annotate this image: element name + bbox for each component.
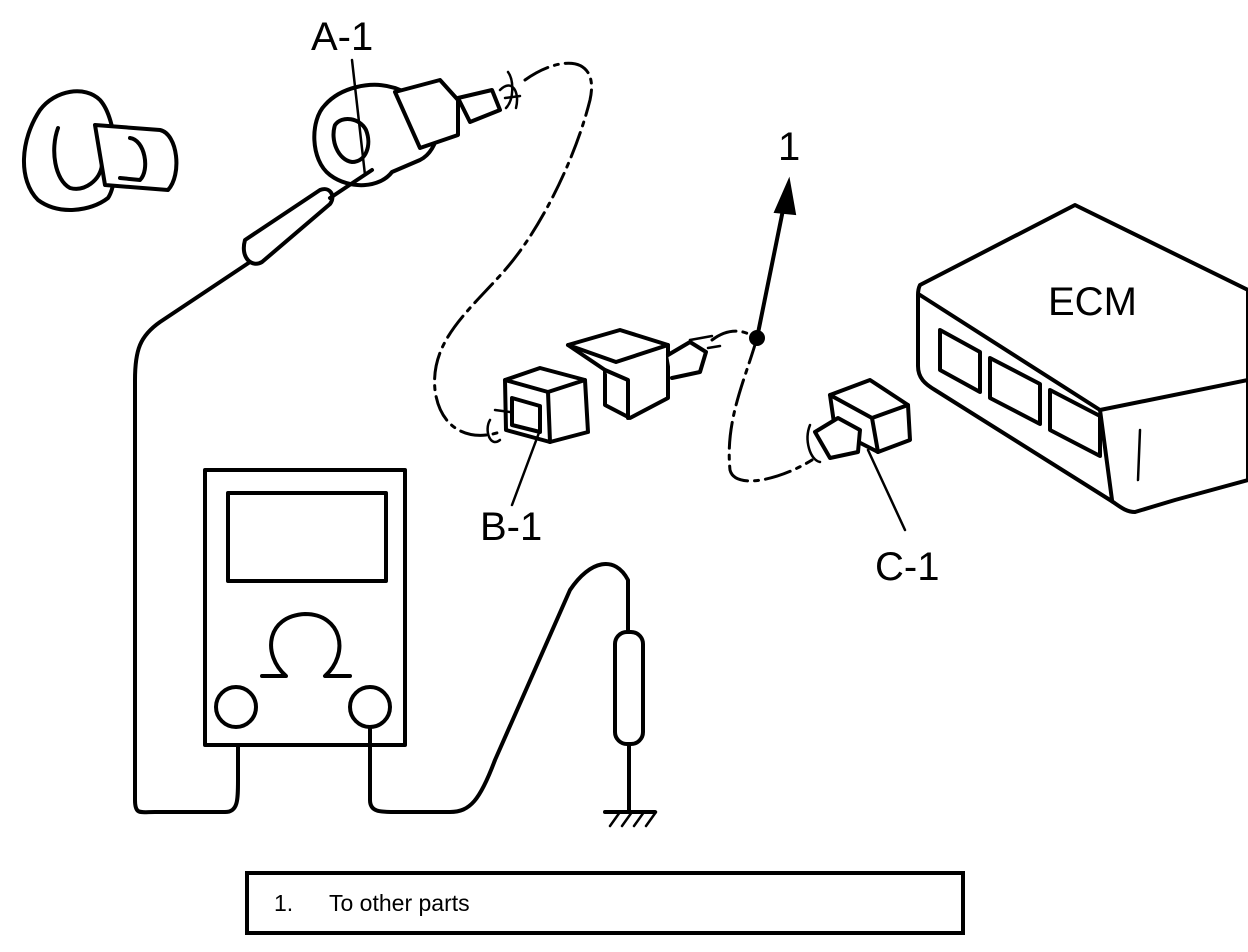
callout-arrowhead: [773, 176, 797, 216]
label-a-1: A-1: [311, 15, 373, 59]
connector-a-1: [312, 70, 522, 188]
harness-b1-junction: [710, 329, 754, 342]
legend-box: 1. To other parts: [245, 871, 965, 935]
leader-b-1: [510, 428, 542, 507]
legend-item-number: 1.: [274, 889, 294, 916]
legend-item-text: To other parts: [329, 889, 470, 916]
ground-probe: [613, 630, 645, 814]
ohmmeter: [203, 468, 407, 747]
ground-symbol-icon: [603, 810, 658, 828]
sensor-bulb-part: [21, 89, 179, 212]
label-callout-1: 1: [778, 125, 800, 169]
harness-junction-c1: [727, 336, 814, 483]
ecm-unit: [916, 203, 1248, 514]
meter-lead-right: [368, 562, 630, 814]
meter-terminal-left: [214, 685, 258, 729]
leader-a-1: [350, 58, 367, 177]
label-b-1: B-1: [480, 505, 542, 549]
omega-symbol: [260, 612, 352, 678]
connector-c-1: [806, 378, 912, 464]
callout-arrow-line: [755, 198, 787, 340]
harness-a1-b1: [433, 61, 593, 437]
label-c-1: C-1: [875, 545, 939, 589]
meter-terminal-right: [348, 685, 392, 729]
probe-a: [241, 168, 374, 266]
label-ecm: ECM: [1048, 280, 1137, 324]
meter-lead-left: [133, 260, 252, 815]
leader-c-1: [866, 448, 907, 532]
connector-b-1: [486, 328, 722, 444]
